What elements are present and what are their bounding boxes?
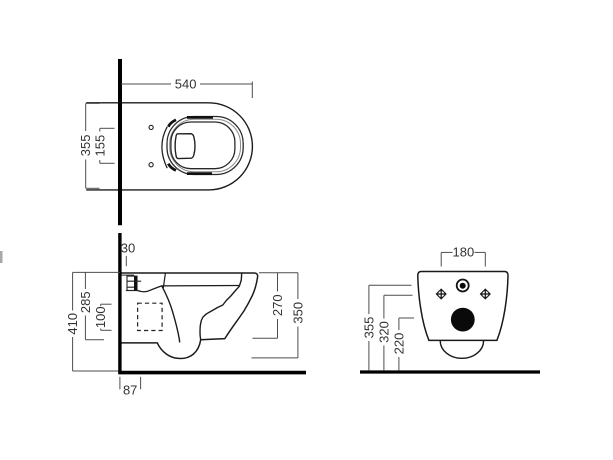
svg-text:355: 355: [361, 317, 376, 339]
svg-text:355: 355: [78, 135, 93, 157]
svg-text:155: 155: [92, 135, 107, 157]
svg-text:180: 180: [453, 245, 475, 260]
svg-text:285: 285: [78, 291, 93, 313]
svg-text:410: 410: [65, 313, 80, 335]
svg-text:100: 100: [93, 306, 108, 328]
svg-text:350: 350: [290, 302, 305, 324]
svg-text:220: 220: [391, 333, 406, 355]
svg-text:87: 87: [123, 383, 137, 398]
svg-text:270: 270: [270, 294, 285, 316]
svg-text:320: 320: [376, 321, 391, 343]
svg-text:540: 540: [175, 77, 197, 92]
svg-text:30: 30: [121, 240, 135, 255]
